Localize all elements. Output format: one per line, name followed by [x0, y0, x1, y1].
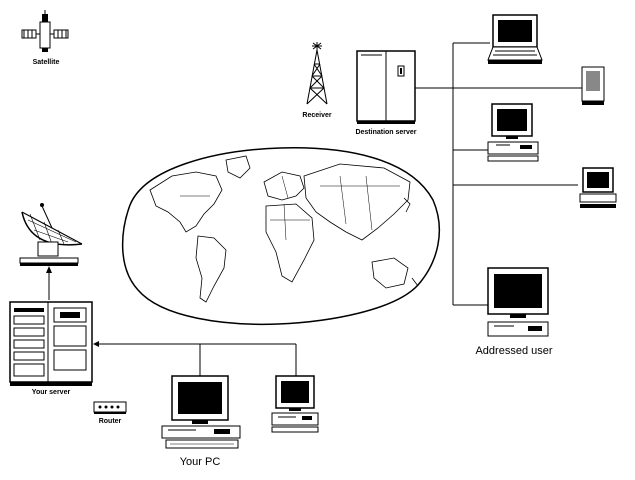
desktop-computer-icon: [579, 167, 617, 208]
router-icon: [93, 401, 127, 414]
your-pc-computer-icon: [161, 375, 241, 449]
destination-server-label: Destination server: [355, 129, 416, 136]
your-server-label: Your server: [32, 389, 71, 396]
satellite-label: Satellite: [33, 59, 60, 66]
pda-icon: [578, 66, 605, 105]
connection-lines: [48, 42, 578, 376]
desktop-computer-icon: [487, 103, 539, 162]
your-server-icon: [9, 301, 93, 386]
arrow-to-server-icon: [93, 341, 99, 347]
satellite-dish-icon: [19, 203, 83, 266]
destination-server-icon: [356, 50, 416, 124]
desktop-computer-icon: [271, 375, 319, 433]
your-pc-label: Your PC: [180, 456, 221, 468]
arrow-to-dish-icon: [46, 266, 52, 273]
router-label: Router: [99, 418, 122, 425]
addressed-user-label: Addressed user: [475, 345, 552, 357]
satellite-icon: [21, 10, 69, 52]
addressed-user-computer-icon: [487, 267, 549, 337]
receiver-tower-icon: [306, 42, 328, 105]
receiver-label: Receiver: [302, 112, 331, 119]
laptop-icon: [487, 14, 543, 64]
world-map-icon: [121, 147, 441, 326]
